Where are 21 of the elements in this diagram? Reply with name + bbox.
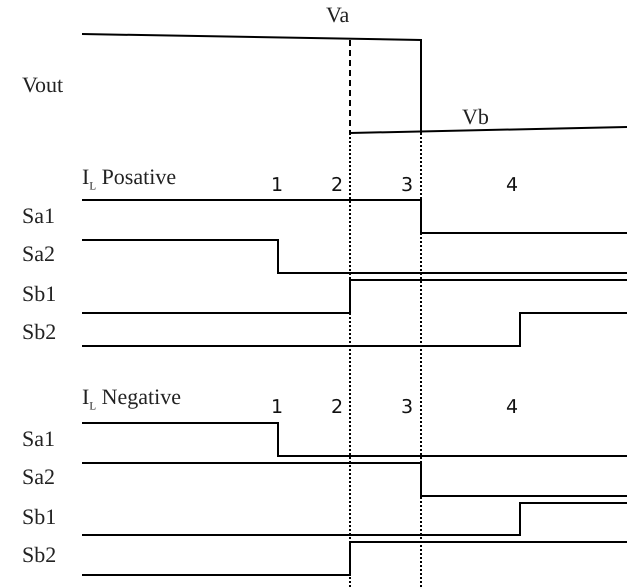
signal-label: Sb2 xyxy=(22,544,56,566)
signal-label: Sa2 xyxy=(22,243,55,265)
signal-label: Sa1 xyxy=(22,428,55,450)
interval-number: 1 xyxy=(271,176,284,195)
axis-label: Vout xyxy=(22,74,64,96)
signal-label: Sa1 xyxy=(22,205,55,227)
interval-number: 3 xyxy=(401,176,414,195)
interval-number: 2 xyxy=(331,398,344,417)
signal-label: Sb1 xyxy=(22,506,56,528)
interval-number: 1 xyxy=(271,398,284,417)
signal-label: Sb1 xyxy=(22,283,56,305)
signal-label: Sa2 xyxy=(22,466,55,488)
interval-number: 3 xyxy=(401,398,414,417)
voltage-label: Va xyxy=(326,4,350,26)
interval-number: 4 xyxy=(506,176,518,195)
interval-number: 4 xyxy=(506,398,518,417)
section-heading: I$_{L}$ Negative xyxy=(82,386,181,412)
section-heading: I$_{L}$ Posative xyxy=(82,166,176,192)
signal-label: Sb2 xyxy=(22,321,56,343)
voltage-label: Vb xyxy=(462,106,489,128)
interval-number: 2 xyxy=(331,176,344,195)
